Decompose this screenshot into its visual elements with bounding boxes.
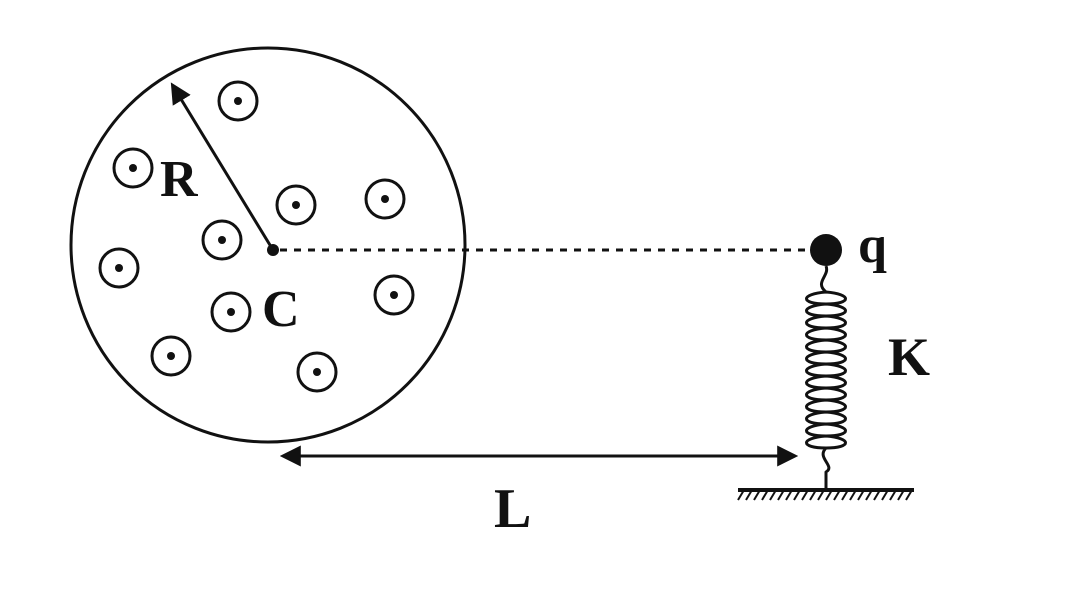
field-out-of-page-icon bbox=[364, 178, 406, 220]
distance-label: L bbox=[494, 478, 531, 540]
field-out-of-page-icon bbox=[210, 291, 252, 333]
field-symbols bbox=[98, 80, 415, 393]
spring-constant-label: K bbox=[888, 327, 930, 387]
field-region-circle bbox=[69, 46, 467, 444]
center-point bbox=[267, 244, 279, 256]
field-out-of-page-icon bbox=[150, 335, 192, 377]
field-out-of-page-icon bbox=[296, 351, 338, 393]
field-out-of-page-icon bbox=[217, 80, 259, 122]
charge-label: q bbox=[858, 217, 887, 274]
field-out-of-page-icon bbox=[201, 219, 243, 261]
field-out-of-page-icon bbox=[112, 147, 154, 189]
spring-coil bbox=[805, 265, 847, 490]
field-out-of-page-icon bbox=[98, 247, 140, 289]
charge-ball bbox=[810, 234, 842, 266]
ground bbox=[737, 488, 914, 501]
radius-arrow bbox=[170, 82, 275, 251]
center-label: C bbox=[262, 281, 300, 338]
field-out-of-page-icon bbox=[275, 184, 317, 226]
radius-label: R bbox=[160, 151, 199, 208]
field-out-of-page-icon bbox=[373, 274, 415, 316]
